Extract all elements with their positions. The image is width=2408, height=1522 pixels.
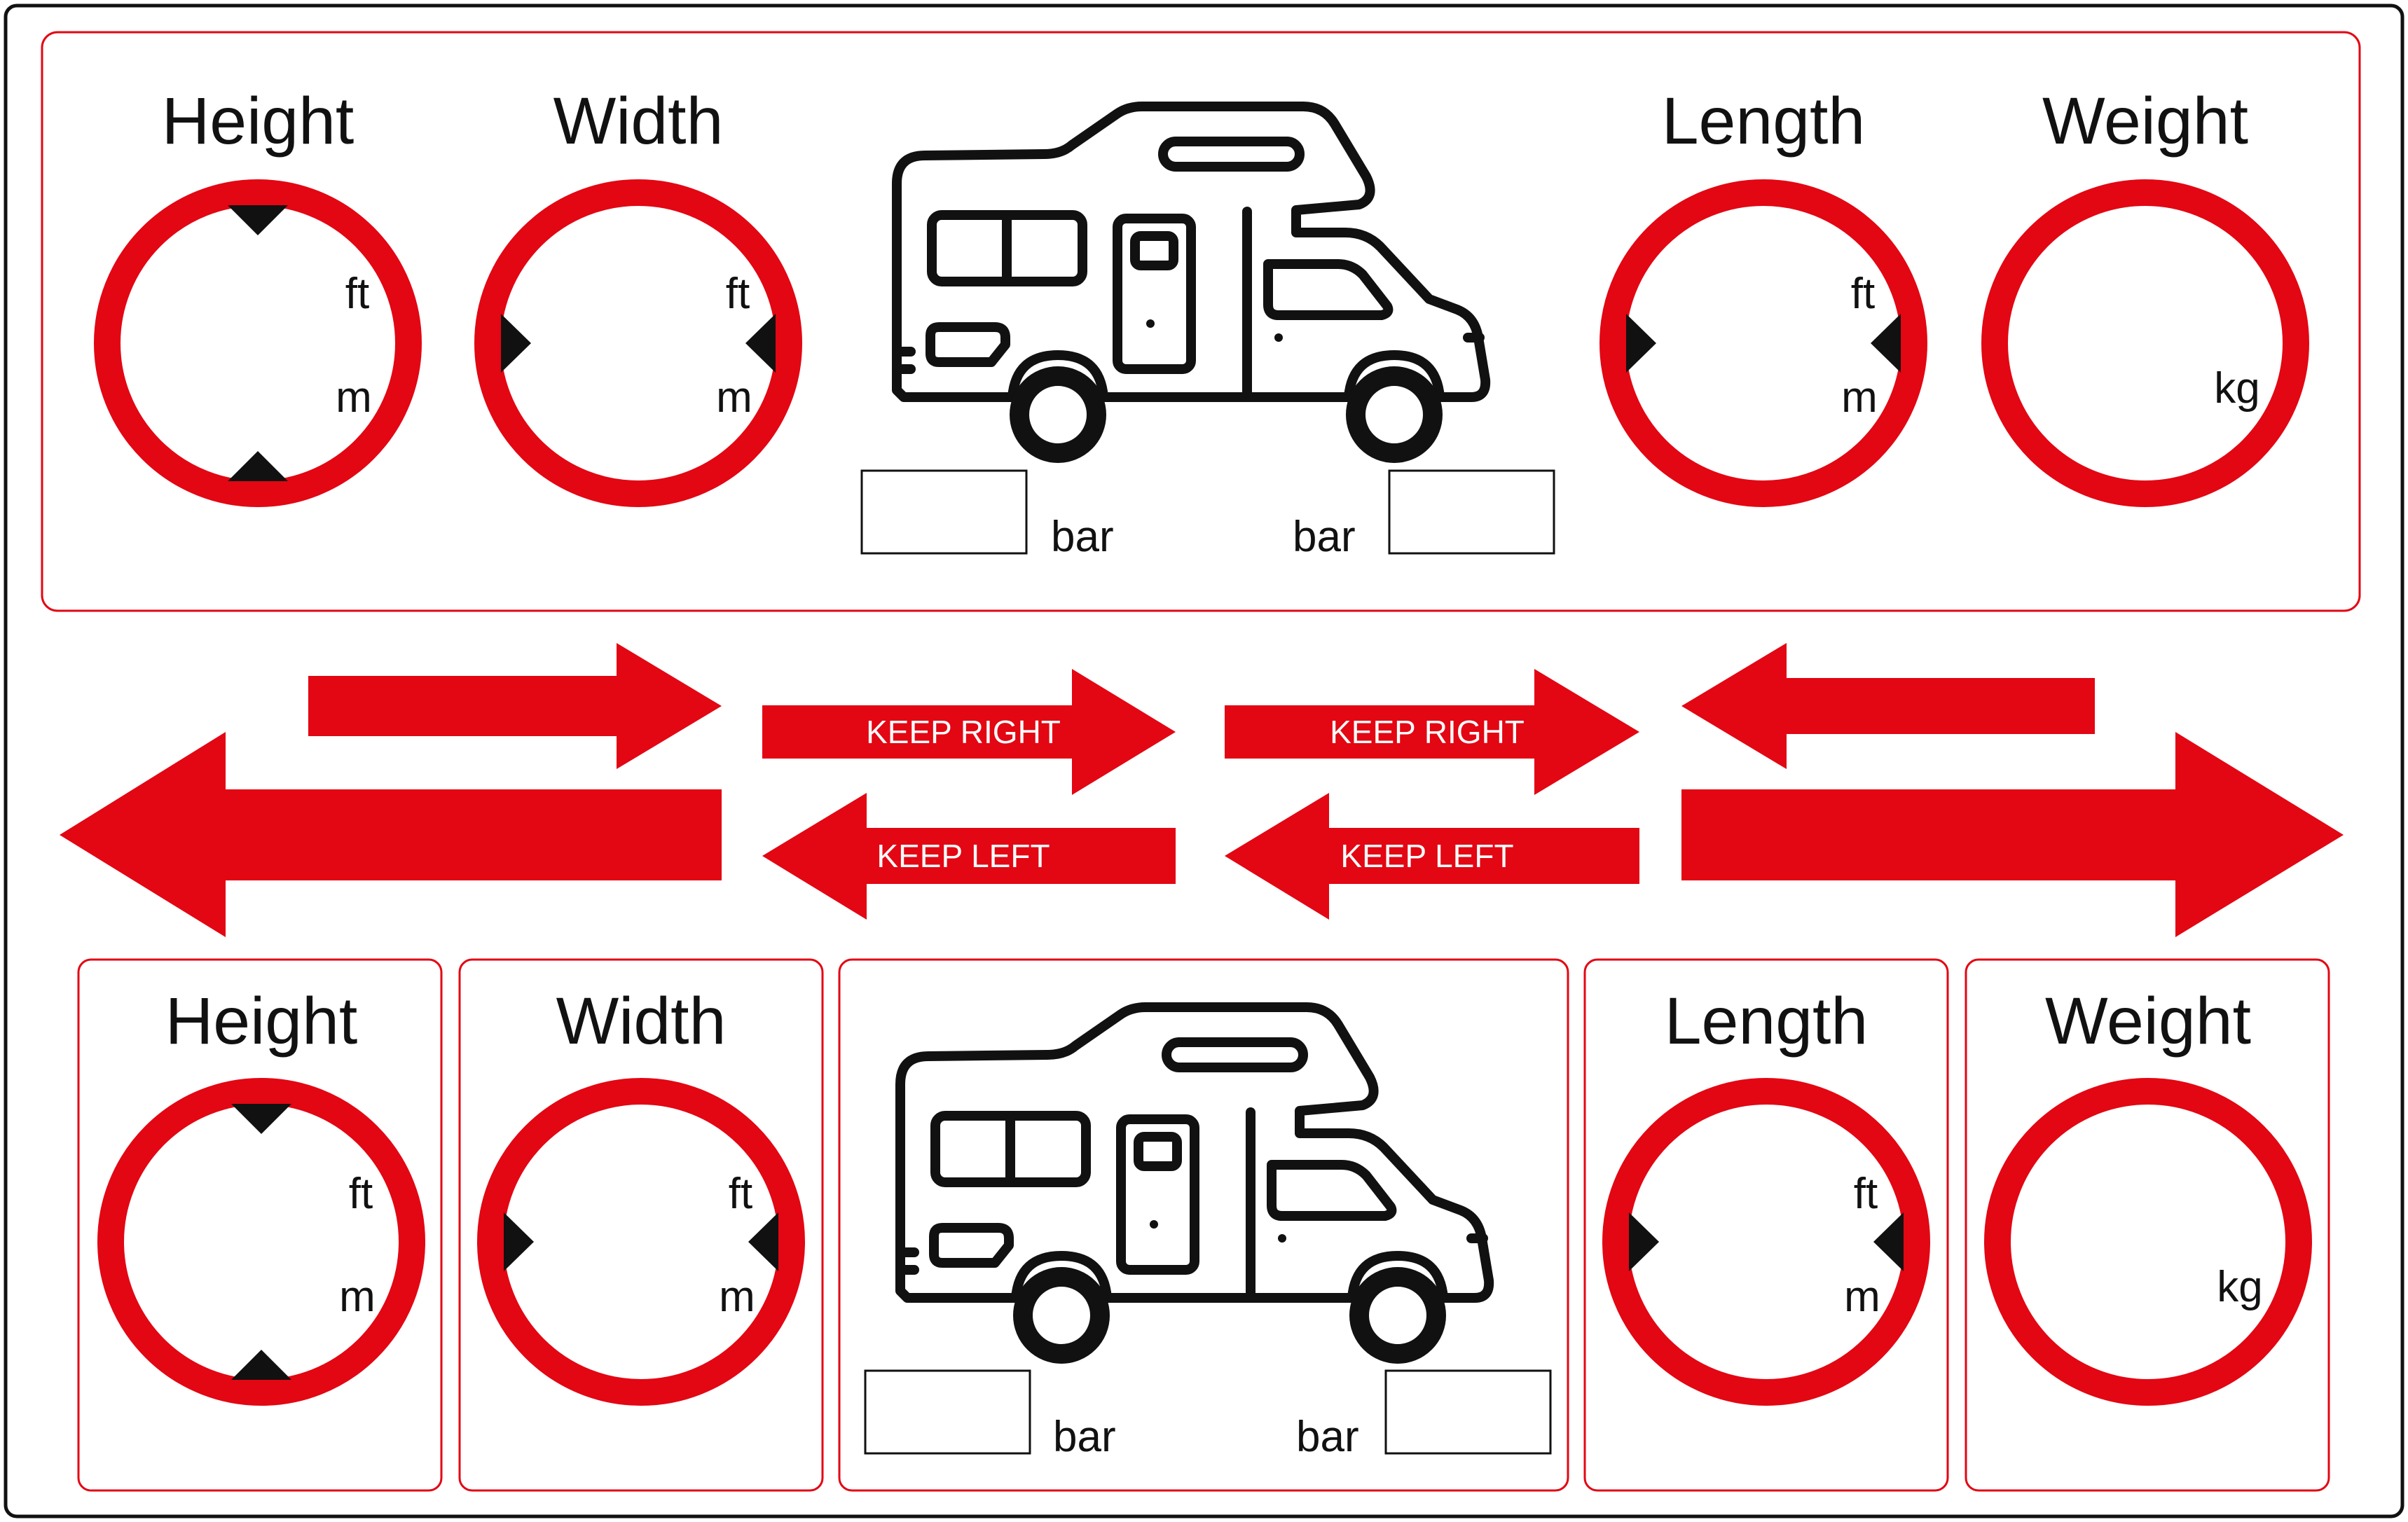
keep-right-label: KEEP RIGHT	[1330, 714, 1525, 750]
unit-ft: ft	[345, 270, 369, 318]
unit-ft: ft	[726, 270, 750, 318]
bottom-width-sign[interactable]: Width ft m	[477, 984, 805, 1406]
bottom-height-card	[77, 958, 443, 1492]
direction-arrows	[60, 643, 2344, 937]
bottom-vehicle-card	[838, 958, 1569, 1492]
sign-title: Length	[1665, 984, 1869, 1058]
right-chevron-icon	[745, 314, 776, 373]
bottom-weight-sign[interactable]: Weight kg	[1984, 984, 2312, 1406]
height-restriction-icon	[97, 1078, 425, 1406]
left-chevron-icon	[504, 1212, 534, 1271]
sign-title: Width	[556, 984, 727, 1058]
keep-left-label: KEEP LEFT	[876, 838, 1050, 874]
bottom-chevron-icon	[228, 451, 288, 481]
top-weight-sign[interactable]: Weight kg	[1981, 84, 2309, 507]
width-restriction-icon	[477, 1078, 805, 1406]
sign-title: Weight	[2042, 84, 2248, 158]
rear-tyre-unit: bar	[1296, 1413, 1359, 1461]
top-width-sign[interactable]: Width ft m	[474, 84, 802, 507]
sign-title: Height	[165, 984, 358, 1058]
left-arrow-icon[interactable]	[1681, 643, 2095, 769]
keep-right-label: KEEP RIGHT	[866, 714, 1061, 750]
length-restriction-icon	[1602, 1078, 1930, 1406]
right-chevron-icon	[1871, 314, 1901, 373]
length-restriction-icon	[1599, 179, 1927, 507]
rear-tyre-pressure-field[interactable]	[1388, 469, 1555, 555]
front-tyre-unit: bar	[1051, 513, 1114, 561]
front-tyre-unit: bar	[1053, 1413, 1116, 1461]
unit-kg: kg	[2217, 1263, 2262, 1311]
left-chevron-icon	[1626, 314, 1656, 373]
bottom-panel: Height ft m Width ft m bar bar Length	[77, 958, 2330, 1492]
rear-tyre-pressure-field[interactable]	[1384, 1369, 1552, 1455]
right-arrow-icon[interactable]	[308, 643, 722, 769]
right-chevron-icon	[1873, 1212, 1904, 1271]
sign-title: Length	[1662, 84, 1866, 158]
front-tyre-pressure-field[interactable]	[860, 469, 1028, 555]
unit-m: m	[1841, 373, 1878, 422]
bottom-length-sign[interactable]: Length ft m	[1602, 984, 1930, 1406]
unit-m: m	[1844, 1273, 1880, 1321]
top-chevron-icon	[228, 205, 288, 235]
top-height-sign[interactable]: Height ft m	[94, 84, 422, 507]
unit-m: m	[336, 373, 372, 422]
top-panel: Height ft m Width ft m bar bar Length	[41, 31, 2361, 612]
bottom-height-sign[interactable]: Height ft m	[97, 984, 425, 1406]
right-chevron-icon	[748, 1212, 778, 1271]
sheet-border	[4, 4, 2404, 1518]
unit-ft: ft	[1854, 1170, 1878, 1218]
unit-ft: ft	[729, 1170, 752, 1218]
left-chevron-icon	[501, 314, 531, 373]
left-arrow-icon[interactable]	[60, 732, 722, 937]
top-length-sign[interactable]: Length ft m	[1599, 84, 1927, 507]
top-panel-border	[41, 31, 2361, 612]
top-chevron-icon	[231, 1104, 291, 1134]
unit-kg: kg	[2214, 364, 2259, 413]
bottom-chevron-icon	[231, 1350, 291, 1380]
sign-title: Weight	[2045, 984, 2251, 1058]
front-tyre-pressure-field[interactable]	[864, 1369, 1031, 1455]
weight-restriction-icon	[1981, 179, 2309, 507]
bottom-length-card	[1583, 958, 1949, 1492]
unit-ft: ft	[1851, 270, 1875, 318]
unit-m: m	[716, 373, 752, 422]
keep-left-arrow[interactable]	[1225, 793, 1639, 920]
keep-left-arrow[interactable]	[762, 793, 1176, 920]
keep-left-label: KEEP LEFT	[1340, 838, 1513, 874]
left-chevron-icon	[1629, 1212, 1659, 1271]
unit-m: m	[719, 1273, 755, 1321]
sign-title: Width	[553, 84, 724, 158]
height-restriction-icon	[94, 179, 422, 507]
bottom-width-card	[458, 958, 824, 1492]
unit-ft: ft	[349, 1170, 373, 1218]
rear-tyre-unit: bar	[1293, 513, 1356, 561]
unit-m: m	[339, 1273, 376, 1321]
bottom-weight-card	[1965, 958, 2330, 1492]
right-arrow-icon[interactable]	[1681, 732, 2344, 937]
keep-right-arrow[interactable]	[1225, 669, 1639, 795]
weight-restriction-icon	[1984, 1078, 2312, 1406]
sign-title: Height	[162, 84, 355, 158]
keep-right-arrow[interactable]	[762, 669, 1176, 795]
width-restriction-icon	[474, 179, 802, 507]
